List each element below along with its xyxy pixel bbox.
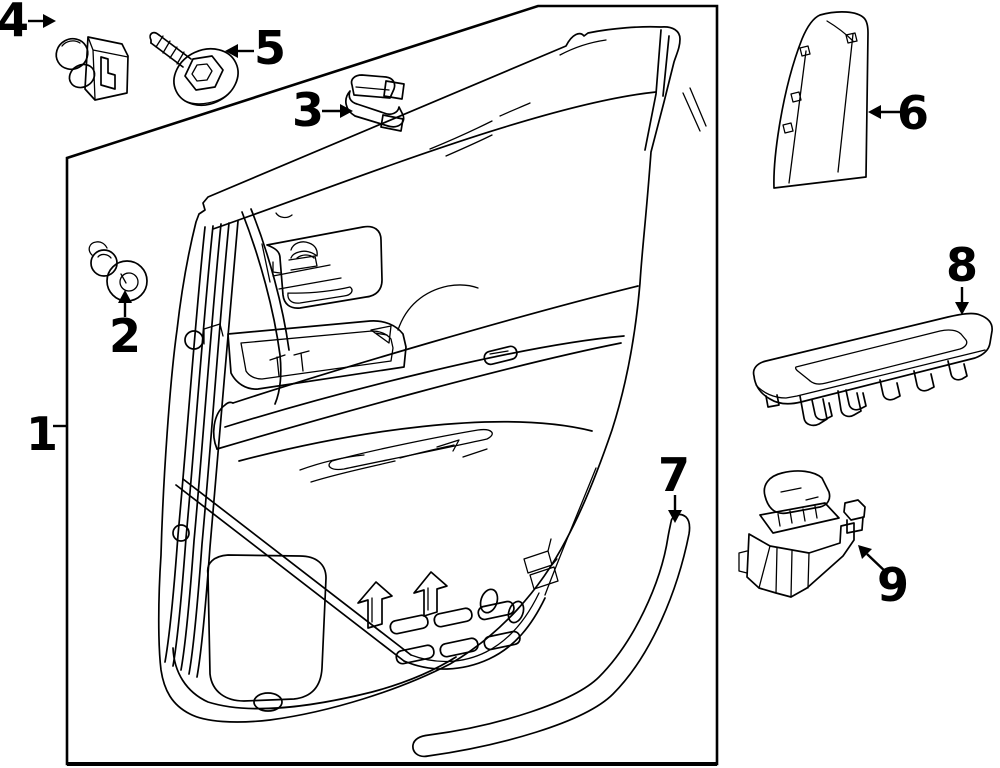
window-switch-part-9 [738,470,866,598]
callout-9-label[interactable]: 9 [877,558,909,612]
sill-accent [559,39,607,56]
screw-part-5 [149,31,239,107]
switch-bezel-cutout [227,320,407,390]
pocket-ribs [357,571,499,629]
door-pull-cup [261,225,383,309]
clip-part-3 [345,74,405,132]
panel-outline [157,25,681,723]
callout-5-arrowhead [225,44,238,58]
push-clip-part-2 [88,241,148,302]
grille-tab [253,692,283,712]
callout-7[interactable]: 7 [658,448,690,523]
handle-lever-recess [299,428,493,483]
pillar-ridges [164,220,239,678]
screw-hole-lower [172,524,190,542]
trim-strip-part-7 [412,513,691,758]
bottom-inner-rim [172,647,457,710]
callout-8-label[interactable]: 8 [946,238,978,292]
vent-slots [389,600,525,665]
callout-2[interactable]: 2 [109,290,141,363]
speaker-grille [206,554,327,712]
callout-4[interactable]: 4 [0,0,56,47]
retainer-clip-part-4 [55,36,129,101]
callout-2-arrowhead [118,290,132,303]
callout-5-label[interactable]: 5 [254,21,286,75]
callout-2-label[interactable]: 2 [109,309,141,363]
callout-3[interactable]: 3 [292,83,353,137]
callout-4-arrowhead [43,14,56,28]
notch-smile [275,212,293,219]
armrest [212,284,639,462]
shine-marks [429,102,531,157]
callout-3-arrowhead [340,104,353,118]
callout-1-label[interactable]: 1 [26,407,58,461]
callout-4-label[interactable]: 4 [0,0,29,47]
switch-bezel-part-8 [752,312,993,427]
screw-hole-upper [184,330,204,350]
callout-7-arrowhead [668,510,682,523]
callout-3-label[interactable]: 3 [292,83,324,137]
callout-1[interactable]: 1 [26,407,67,461]
callout-9[interactable]: 9 [858,545,909,612]
callout-9-leader [866,553,889,575]
callout-6[interactable]: 6 [868,86,929,140]
frame-edge-lines [682,87,707,132]
callout-8[interactable]: 8 [946,238,978,315]
callout-6-arrowhead [868,105,881,119]
pocket-hole [479,588,499,614]
callout-8-arrowhead [955,302,969,315]
lock-knob-slot [483,345,518,366]
callout-5[interactable]: 5 [225,21,286,75]
corner-trim-part-6 [773,11,869,189]
map-pocket [175,467,597,670]
callout-9-arrowhead [858,545,872,559]
callout-7-label[interactable]: 7 [658,448,690,502]
door-trim-panel [157,25,707,723]
panel-sill-line [212,91,657,230]
callout-6-label[interactable]: 6 [897,86,929,140]
diagram-frame [65,4,719,766]
panel-rear-cap [644,29,670,151]
